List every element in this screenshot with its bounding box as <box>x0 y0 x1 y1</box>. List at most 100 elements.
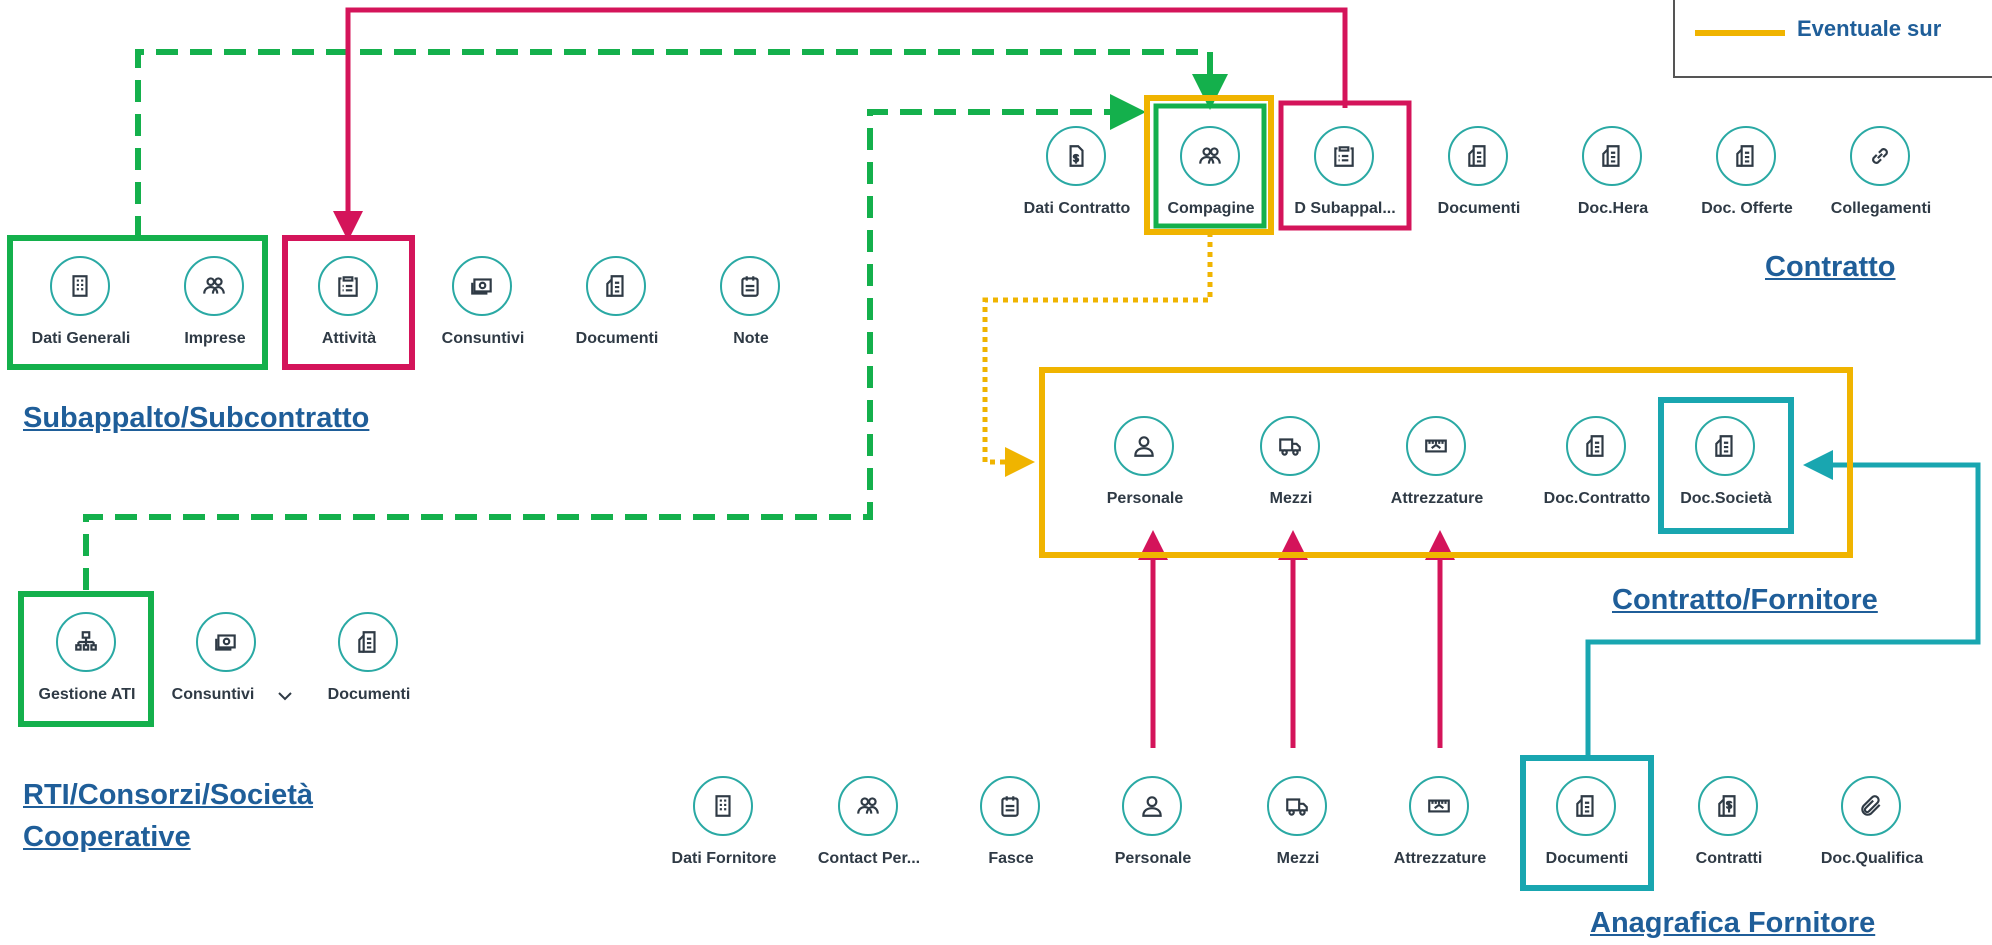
document-icon <box>586 256 646 316</box>
tile-label: Documenti <box>1437 200 1521 217</box>
tile-label: D Subappal... <box>1294 200 1396 217</box>
tile-attivita[interactable]: Attività <box>286 246 412 366</box>
section-title-anagrafica: Anagrafica Fornitore <box>1590 907 1876 939</box>
document-icon <box>1716 126 1776 186</box>
tile-label: Collegamenti <box>1830 200 1932 217</box>
tile-dati-fornitore[interactable]: Dati Fornitore <box>661 766 787 886</box>
tile-mezzi[interactable]: Mezzi <box>1235 766 1361 886</box>
tile-label: Dati Generali <box>31 330 131 347</box>
tile-label: Contact Per... <box>817 850 921 867</box>
compagine-yellow-box <box>1144 95 1274 235</box>
tile-personale[interactable]: Personale <box>1082 406 1208 526</box>
section-title-contratto: Contratto <box>1765 251 1896 283</box>
tile-doc-contratto[interactable]: Doc.Contratto <box>1534 406 1660 526</box>
tile-label: Consuntivi <box>441 330 525 347</box>
tile-label: Note <box>733 330 769 347</box>
tile-mezzi[interactable]: Mezzi <box>1228 406 1354 526</box>
section-title-contratto-fornitore: Contratto/Fornitore <box>1612 584 1878 616</box>
tile-label: Dati Fornitore <box>671 850 777 867</box>
green-connector-datigenerali-compagine <box>135 49 1228 238</box>
legend-text: Eventuale sur <box>1797 16 1942 41</box>
tile-doc-societa[interactable]: Doc.Società <box>1663 406 1789 526</box>
truck-icon <box>1260 416 1320 476</box>
tile-label: Documenti <box>327 686 411 703</box>
tile-documenti[interactable]: Documenti <box>306 602 432 722</box>
tile-doc-hera[interactable]: Doc.Hera <box>1550 116 1676 236</box>
subappalto-pink-box <box>1278 100 1412 231</box>
tile-label: Personale <box>1114 850 1192 867</box>
chevron-down-icon[interactable] <box>278 690 292 702</box>
tile-label: Attrezzature <box>1393 850 1487 867</box>
tile-label: Personale <box>1106 490 1184 507</box>
tile-label: Consuntivi <box>171 686 255 703</box>
tile-label: Dati Contratto <box>1023 200 1131 217</box>
document-icon <box>1556 776 1616 836</box>
compagine-green-box <box>1153 103 1267 229</box>
tile-gestione-ati[interactable]: Gestione ATI <box>24 602 150 722</box>
building-icon <box>693 776 753 836</box>
document-icon <box>1582 126 1642 186</box>
calendar-note-icon <box>980 776 1040 836</box>
documenti-teal-box <box>1520 755 1654 891</box>
document-icon <box>1566 416 1626 476</box>
tile-label: Contratti <box>1695 850 1763 867</box>
people-group-icon <box>184 256 244 316</box>
tile-documenti[interactable]: Documenti <box>554 246 680 366</box>
tile-doc-qualifica[interactable]: Doc.Qualifica <box>1809 766 1935 886</box>
tile-collegamenti[interactable]: Collegamenti <box>1818 116 1944 236</box>
tile-label: Documenti <box>575 330 659 347</box>
tile-compagine[interactable]: Compagine <box>1148 116 1274 236</box>
tile-label: Doc.Hera <box>1577 200 1649 217</box>
tile-d-subappalto[interactable]: D Subappal... <box>1282 116 1408 236</box>
tile-consuntivi[interactable]: Consuntivi <box>420 246 546 366</box>
tile-label: Imprese <box>184 330 246 347</box>
contratto-fornitore-yellow-box <box>1039 367 1853 558</box>
section-title-rti-line2: Cooperative <box>23 821 191 853</box>
docsocieta-teal-box <box>1658 397 1794 534</box>
tile-dati-generali[interactable]: Dati Generali <box>18 246 144 366</box>
document-icon <box>1448 126 1508 186</box>
org-chart-icon <box>56 612 116 672</box>
tile-documenti[interactable]: Documenti <box>1416 116 1542 236</box>
tile-label: Fasce <box>988 850 1034 867</box>
tile-contratti[interactable]: Contratti <box>1666 766 1792 886</box>
tile-label: Attività <box>321 330 377 347</box>
document-icon <box>1695 416 1755 476</box>
tile-dati-contratto[interactable]: Dati Contratto <box>1014 116 1140 236</box>
tile-doc-offerte[interactable]: Doc. Offerte <box>1684 116 1810 236</box>
tile-documenti[interactable]: Documenti <box>1524 766 1650 886</box>
tile-fasce[interactable]: Fasce <box>948 766 1074 886</box>
tile-label: Documenti <box>1545 850 1629 867</box>
people-group-icon <box>838 776 898 836</box>
tile-attrezzature[interactable]: Attrezzature <box>1374 406 1500 526</box>
tile-consuntivi-dropdown[interactable]: Consuntivi <box>164 602 292 722</box>
attivita-pink-box <box>282 235 415 370</box>
clipboard-list-icon <box>1314 126 1374 186</box>
datigenerali-imprese-green-box <box>7 235 268 370</box>
pink-connector-subappalto-attivita <box>333 7 1348 241</box>
tile-label: Mezzi <box>1269 490 1313 507</box>
tile-label: Compagine <box>1167 200 1255 217</box>
yellow-connector-compagine-fornitore <box>982 232 1213 477</box>
tile-label: Doc. Offerte <box>1701 200 1793 217</box>
tile-label: Gestione ATI <box>38 686 136 703</box>
tile-personale[interactable]: Personale <box>1090 766 1216 886</box>
people-group-icon <box>1180 126 1240 186</box>
tile-note[interactable]: Note <box>688 246 814 366</box>
building-icon <box>50 256 110 316</box>
tile-contact-persons[interactable]: Contact Per... <box>806 766 932 886</box>
tile-label: Doc.Società <box>1680 490 1772 507</box>
section-title-rti-line1: RTI/Consorzi/Società <box>23 779 314 811</box>
teal-connector-documenti-docsocieta <box>1585 450 1981 755</box>
legend-yellow-line <box>1695 30 1785 36</box>
legend-box: Eventuale sur <box>1673 0 1992 78</box>
tile-label: Attrezzature <box>1390 490 1484 507</box>
document-money-icon <box>1698 776 1758 836</box>
truck-icon <box>1267 776 1327 836</box>
tile-imprese[interactable]: Imprese <box>152 246 278 366</box>
toolbox-icon <box>1409 776 1469 836</box>
tile-attrezzature[interactable]: Attrezzature <box>1377 766 1503 886</box>
tile-label: Doc.Contratto <box>1543 490 1651 507</box>
